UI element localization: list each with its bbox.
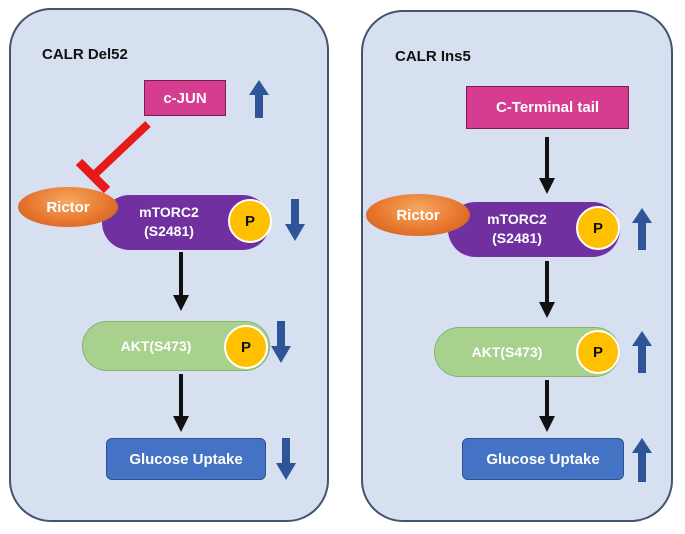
akt-phospho-badge: P	[224, 325, 268, 369]
up-arrow-icon	[632, 331, 652, 373]
mtorc2-phospho-badge: P	[576, 206, 620, 250]
down-arrow-icon	[285, 199, 305, 241]
rictor-node: Rictor	[366, 194, 470, 236]
up-arrow-icon	[632, 208, 652, 250]
mtorc2-label: mTORC2	[139, 204, 199, 220]
inhibition-arrow	[75, 121, 151, 194]
glucose-uptake-box: Glucose Uptake	[462, 438, 624, 480]
up-arrow-icon	[249, 80, 269, 118]
panel-title-calr-del52: CALR Del52	[42, 46, 128, 63]
mtorc2-label: mTORC2	[487, 211, 547, 227]
down-arrow-icon	[271, 321, 291, 363]
mtorc2-site-label: (S2481)	[144, 223, 194, 239]
up-arrow-icon	[632, 438, 652, 482]
cjun-box: c-JUN	[144, 80, 226, 116]
akt-phospho-badge: P	[576, 330, 620, 374]
c-terminal-tail-box: C-Terminal tail	[466, 86, 629, 129]
glucose-uptake-box: Glucose Uptake	[106, 438, 266, 480]
mtorc2-phospho-badge: P	[228, 199, 272, 243]
down-arrow-icon	[276, 438, 296, 480]
panel-title-calr-ins5: CALR Ins5	[395, 48, 471, 65]
mtorc2-site-label: (S2481)	[492, 230, 542, 246]
rictor-node: Rictor	[18, 187, 118, 227]
